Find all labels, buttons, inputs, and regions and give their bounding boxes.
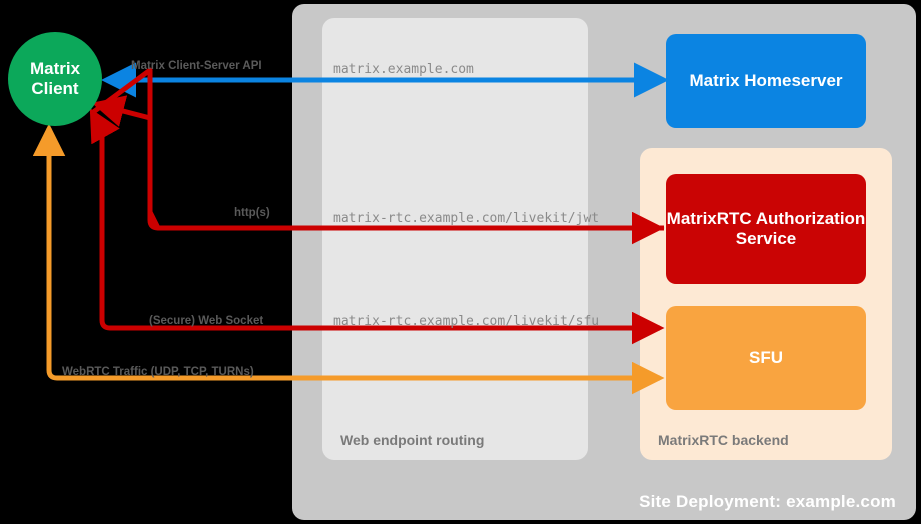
edge-label-webrtc-traffic: WebRTC Traffic (UDP, TCP, TURNs) [62, 366, 254, 378]
web-endpoint-routing-label: Web endpoint routing [340, 432, 485, 448]
node-matrix-client-line1: Matrix [29, 58, 81, 78]
url-label-livekit-jwt: matrix-rtc.example.com/livekit/jwt [333, 211, 600, 226]
node-matrix-homeserver[interactable]: Matrix Homeserver [666, 34, 866, 128]
edge-label-secure-web-socket: (Secure) Web Socket [149, 315, 264, 327]
node-matrix-homeserver-label: Matrix Homeserver [689, 70, 843, 90]
node-sfu[interactable]: SFU [666, 306, 866, 410]
edge-label-http-s: http(s) [234, 207, 270, 219]
url-label-matrix-example-com: matrix.example.com [333, 62, 474, 77]
matrixrtc-backend-label: MatrixRTC backend [658, 432, 789, 448]
url-label-livekit-sfu: matrix-rtc.example.com/livekit/sfu [333, 314, 600, 329]
node-matrixrtc-authorization-service[interactable]: MatrixRTC Authorization Service [666, 174, 866, 284]
node-matrixrtc-authorization-service-label: MatrixRTC Authorization Service [666, 208, 866, 248]
site-deployment-label: Site Deployment: example.com [639, 492, 896, 511]
node-sfu-label: SFU [749, 347, 783, 367]
node-matrix-client-line2: Client [31, 79, 79, 98]
edge-label-matrix-client-server-api: Matrix Client-Server API [131, 60, 262, 72]
node-matrix-client[interactable]: Matrix Client [8, 32, 102, 126]
web-endpoint-routing-panel: Web endpoint routing [322, 18, 588, 460]
